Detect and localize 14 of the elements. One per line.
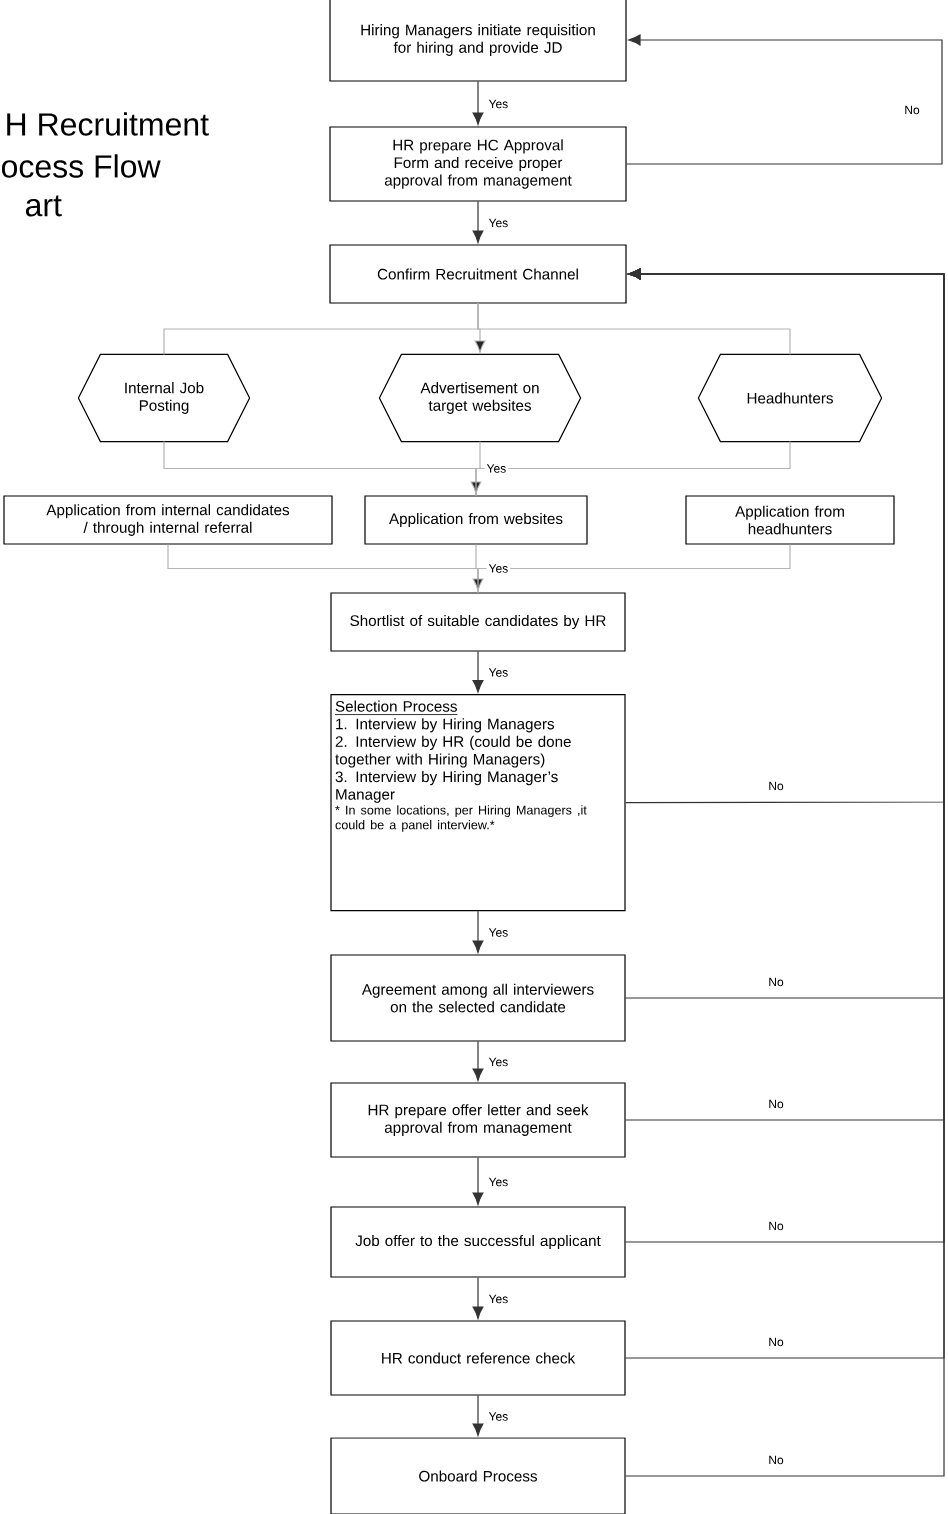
arrow — [472, 1395, 484, 1436]
arrow — [472, 910, 484, 953]
arrow — [472, 81, 484, 125]
arrow — [472, 1041, 484, 1081]
arrow — [472, 1157, 484, 1205]
arrow — [472, 201, 484, 243]
arrow — [472, 1277, 484, 1319]
arrow — [470, 441, 482, 494]
arrow — [472, 544, 484, 591]
arrow — [472, 651, 484, 693]
title-text: H Recruitment — [7, 112, 209, 136]
title-text: art — [25, 195, 62, 217]
title-text: ocess Flow — [1, 154, 161, 178]
arrow — [626, 34, 943, 165]
